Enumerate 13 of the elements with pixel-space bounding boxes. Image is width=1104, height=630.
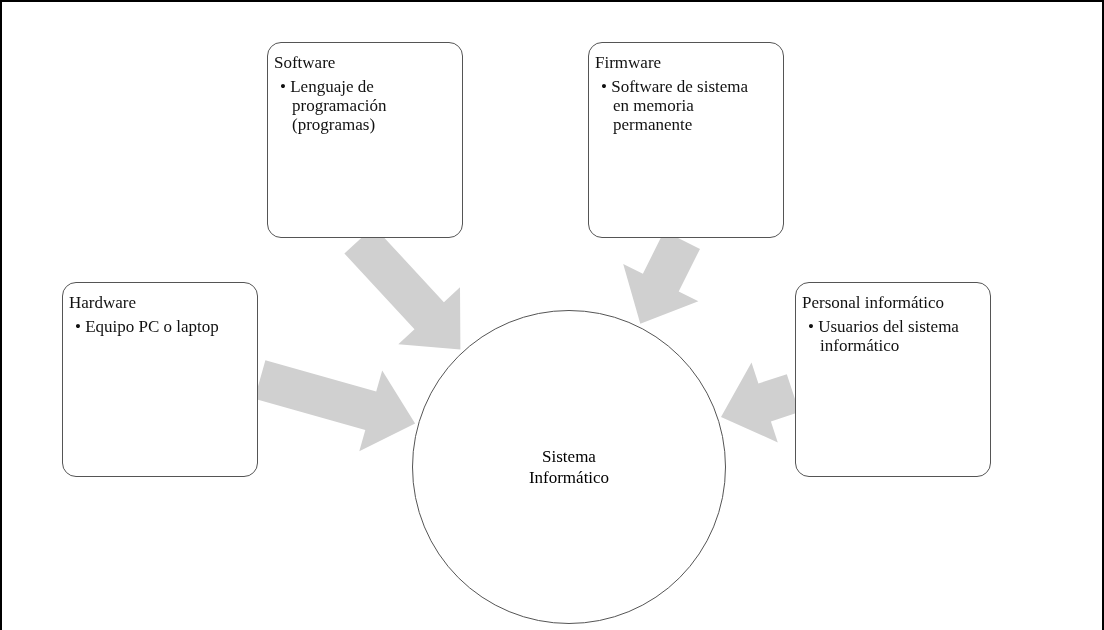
component-box [267, 42, 463, 238]
bullet-item: • Usuarios del sistema informático [807, 317, 960, 355]
bullet-item: • Software de sistema en memoria permanente [600, 77, 750, 134]
box-heading: Firmware [595, 53, 662, 73]
circle-label: Sistema Informático [527, 446, 611, 488]
box-heading: Software [274, 53, 336, 73]
box-heading: Hardware [69, 293, 136, 313]
component-box [62, 282, 258, 477]
box-heading: Personal informático [802, 293, 945, 313]
bullet-item: • Lenguaje de programación (programas) [279, 77, 388, 134]
bullet-item: • Equipo PC o laptop [74, 317, 220, 336]
component-box [795, 282, 991, 477]
component-box [588, 42, 784, 238]
